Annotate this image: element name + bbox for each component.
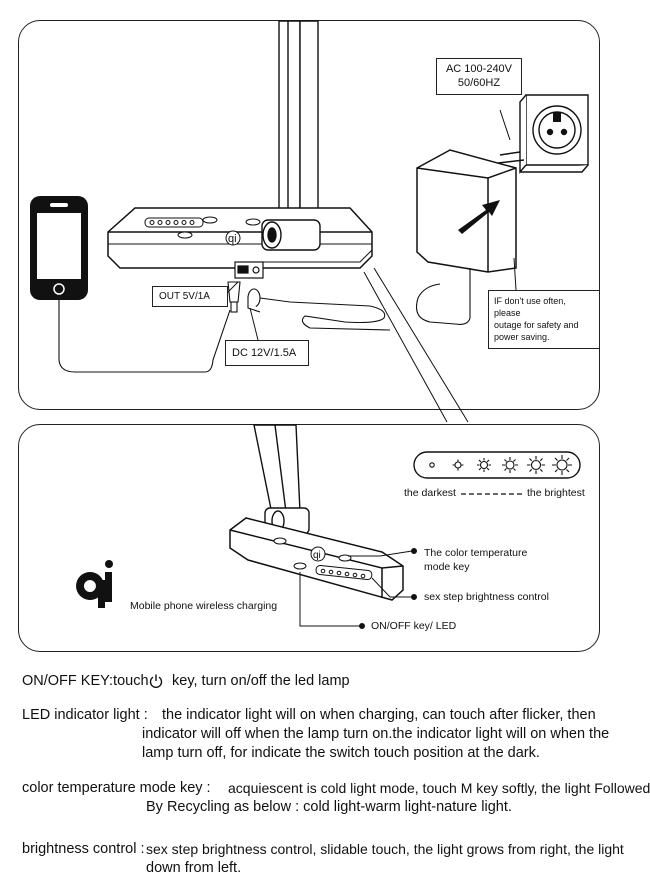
- svg-text:qi: qi: [228, 233, 237, 245]
- brightness-control-description: brightness control : sex step brightness…: [22, 840, 632, 880]
- usb-output-text: OUT 5V/1A: [159, 291, 210, 302]
- power-adapter: [416, 149, 525, 273]
- brightness-level-2: [452, 459, 464, 471]
- led-indicator-line-2: indicator will off when the lamp turn on…: [142, 726, 610, 742]
- color-temperature-line-1: acquiescent is cold light mode, touch M …: [228, 780, 650, 796]
- phone-cable: [58, 300, 231, 373]
- brightness-level-3: [477, 458, 491, 472]
- lamp-hinge: [261, 219, 321, 251]
- note-line-1: IF don't use often, please: [494, 296, 566, 319]
- color-temperature-term: color temperature mode key :: [22, 780, 211, 796]
- base-touch-keys: qi: [144, 216, 261, 246]
- ac-frequency-text: 50/60HZ: [457, 77, 501, 90]
- ac-input-label: AC 100-240V 50/60HZ: [436, 58, 522, 95]
- power-saving-note: IF don't use often, please outage for sa…: [488, 290, 600, 349]
- led-indicator-term: LED indicator light :: [22, 707, 148, 723]
- svg-text:qi: qi: [313, 550, 321, 561]
- power-icon: [149, 674, 163, 688]
- usb-output-label: OUT 5V/1A: [152, 286, 228, 307]
- note-line-2: outage for safety and: [494, 320, 579, 331]
- brightness-control-line-1: sex step brightness control, slidable to…: [146, 841, 624, 857]
- color-temperature-line-2: By Recycling as below : cold light-warm …: [146, 799, 512, 815]
- ac-voltage-text: AC 100-240V: [445, 63, 513, 75]
- brightest-label: the brightest: [527, 487, 585, 499]
- wireless-charging-label: Mobile phone wireless charging: [130, 600, 278, 612]
- usb-plug: [227, 281, 241, 313]
- lamp-arm: [278, 20, 319, 233]
- led-indicator-description: LED indicator light : the indicator ligh…: [22, 706, 632, 766]
- dc-input-label: DC 12V/1.5A: [225, 340, 309, 367]
- color-temperature-callout: The color temperature mode key: [424, 546, 527, 574]
- onoff-key-suffix: key, turn on/off the led lamp: [172, 673, 350, 689]
- brightness-levels: [429, 455, 572, 475]
- callout-leaders: [219, 109, 517, 423]
- bottom-callout-leaders: [299, 548, 417, 629]
- darkest-label: the darkest: [404, 487, 456, 499]
- brightness-control-line-2: down from left.: [146, 860, 242, 876]
- brightness-scale-box: [413, 451, 581, 479]
- brightness-control-callout: sex step brightness control: [424, 591, 549, 603]
- color-temperature-callout-line-2: mode key: [424, 561, 470, 573]
- brightness-control-term: brightness control :: [22, 841, 145, 857]
- lamp-arm-closeup: [253, 424, 301, 515]
- color-temperature-callout-line-1: The color temperature: [424, 547, 528, 559]
- base-ports: [234, 261, 264, 279]
- qi-logo-icon: [76, 560, 113, 608]
- brightness-level-6: [552, 455, 572, 475]
- dc-plug: [247, 288, 261, 313]
- led-indicator-line-3: lamp turn off, for indicate the switch t…: [142, 745, 540, 761]
- onoff-key-prefix: ON/OFF KEY:touch: [22, 673, 149, 689]
- adapter-cable: [415, 268, 471, 325]
- phone-icon: [30, 196, 88, 300]
- brightness-level-5: [527, 456, 545, 474]
- color-temperature-description: color temperature mode key : acquiescent…: [22, 779, 650, 819]
- dc-input-text: DC 12V/1.5A: [232, 347, 297, 359]
- wall-socket: [519, 94, 589, 174]
- onoff-key-description: ON/OFF KEY:touch key, turn on/off the le…: [22, 672, 622, 692]
- led-indicator-line-1: the indicator light will on when chargin…: [162, 707, 596, 723]
- adapter-arrow: [458, 200, 500, 234]
- note-line-3: power saving.: [494, 332, 550, 343]
- base-touch-keys-closeup: qi: [273, 537, 373, 581]
- brightness-level-4: [502, 457, 518, 473]
- dc-cable: [259, 297, 391, 331]
- onoff-led-callout: ON/OFF key/ LED: [371, 620, 457, 632]
